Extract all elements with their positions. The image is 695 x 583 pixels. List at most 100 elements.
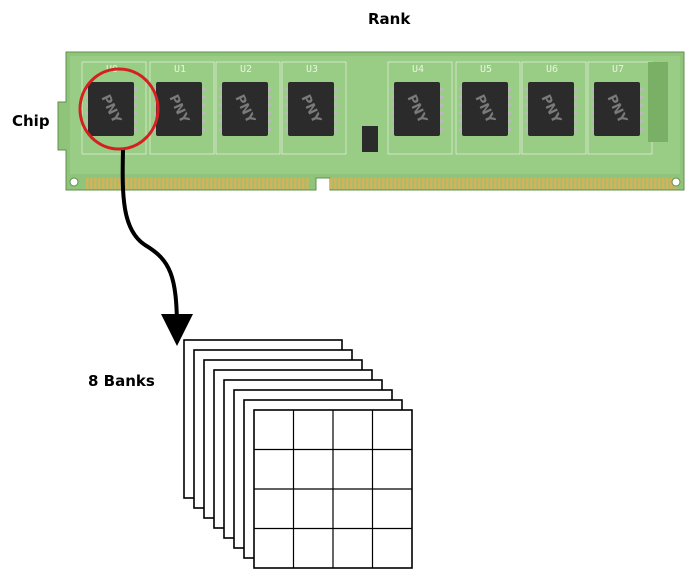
- gold-pin: [298, 178, 301, 189]
- gold-pin: [166, 178, 169, 189]
- gold-pin: [350, 178, 353, 189]
- gold-pin: [190, 178, 193, 189]
- gold-pin: [138, 178, 141, 189]
- gold-pin: [550, 178, 553, 189]
- gold-pin: [666, 178, 669, 189]
- gold-pin: [610, 178, 613, 189]
- gold-pin: [482, 178, 485, 189]
- gold-pin: [178, 178, 181, 189]
- gold-pin: [102, 178, 105, 189]
- gold-pin: [114, 178, 117, 189]
- chip-id-label: U5: [480, 64, 492, 75]
- gold-pin: [134, 178, 137, 189]
- gold-pin: [518, 178, 521, 189]
- gold-pin: [566, 178, 569, 189]
- gold-pin: [370, 178, 373, 189]
- gold-pin: [142, 178, 145, 189]
- gold-pin: [242, 178, 245, 189]
- gold-pin: [630, 178, 633, 189]
- side-resistor-array: [648, 62, 668, 142]
- gold-pin: [358, 178, 361, 189]
- gold-pin: [354, 178, 357, 189]
- gold-pin: [294, 178, 297, 189]
- gold-pin: [250, 178, 253, 189]
- gold-pin: [106, 178, 109, 189]
- gold-pin: [398, 178, 401, 189]
- gold-pin: [486, 178, 489, 189]
- gold-pin: [430, 178, 433, 189]
- gold-pin: [582, 178, 585, 189]
- gold-pin: [618, 178, 621, 189]
- gold-pin: [638, 178, 641, 189]
- gold-pin: [650, 178, 653, 189]
- chip-id-label: U3: [306, 64, 318, 75]
- gold-pin: [386, 178, 389, 189]
- chip-id-label: U6: [546, 64, 558, 75]
- gold-pin: [502, 178, 505, 189]
- gold-pin: [438, 178, 441, 189]
- gold-pin: [530, 178, 533, 189]
- gold-pin: [390, 178, 393, 189]
- gold-pin: [626, 178, 629, 189]
- gold-pin: [474, 178, 477, 189]
- gold-pin: [282, 178, 285, 189]
- gold-pin: [446, 178, 449, 189]
- gold-pin: [158, 178, 161, 189]
- gold-pin: [586, 178, 589, 189]
- gold-pin: [110, 178, 113, 189]
- gold-pin: [90, 178, 93, 189]
- gold-pin: [462, 178, 465, 189]
- gold-pin: [338, 178, 341, 189]
- chip-id-label: U4: [412, 64, 424, 75]
- gold-pin: [330, 178, 333, 189]
- gold-pin: [254, 178, 257, 189]
- gold-pin: [174, 178, 177, 189]
- chip-id-label: U1: [174, 64, 186, 75]
- gold-pin: [526, 178, 529, 189]
- gold-pin: [554, 178, 557, 189]
- gold-pin: [346, 178, 349, 189]
- gold-pin: [590, 178, 593, 189]
- gold-pin: [334, 178, 337, 189]
- gold-pin: [606, 178, 609, 189]
- gold-pin: [458, 178, 461, 189]
- gold-pin: [262, 178, 265, 189]
- gold-pin: [514, 178, 517, 189]
- gold-pin: [594, 178, 597, 189]
- gold-pin: [86, 178, 89, 189]
- chip-id-label: U7: [612, 64, 624, 75]
- gold-pin: [614, 178, 617, 189]
- gold-pin: [234, 178, 237, 189]
- gold-pin: [442, 178, 445, 189]
- gold-pin: [466, 178, 469, 189]
- gold-pin: [378, 178, 381, 189]
- gold-pin: [342, 178, 345, 189]
- gold-pin: [230, 178, 233, 189]
- gold-pin: [182, 178, 185, 189]
- gold-pin: [634, 178, 637, 189]
- gold-pin: [266, 178, 269, 189]
- gold-pin: [150, 178, 153, 189]
- gold-pin: [118, 178, 121, 189]
- gold-pin: [546, 178, 549, 189]
- gold-pin: [642, 178, 645, 189]
- chip-id-label: U2: [240, 64, 252, 75]
- gold-pin: [290, 178, 293, 189]
- gold-pin: [418, 178, 421, 189]
- mount-hole-right: [672, 178, 680, 186]
- gold-pin: [574, 178, 577, 189]
- gold-pin: [422, 178, 425, 189]
- gold-pin: [226, 178, 229, 189]
- gold-pin: [258, 178, 261, 189]
- gold-pin: [302, 178, 305, 189]
- gold-pin: [286, 178, 289, 189]
- gold-pin: [238, 178, 241, 189]
- gold-pin: [654, 178, 657, 189]
- gold-pin: [510, 178, 513, 189]
- gold-pin: [222, 178, 225, 189]
- gold-pin: [278, 178, 281, 189]
- gold-pin: [506, 178, 509, 189]
- bank-stack: [184, 340, 412, 568]
- gold-pin: [578, 178, 581, 189]
